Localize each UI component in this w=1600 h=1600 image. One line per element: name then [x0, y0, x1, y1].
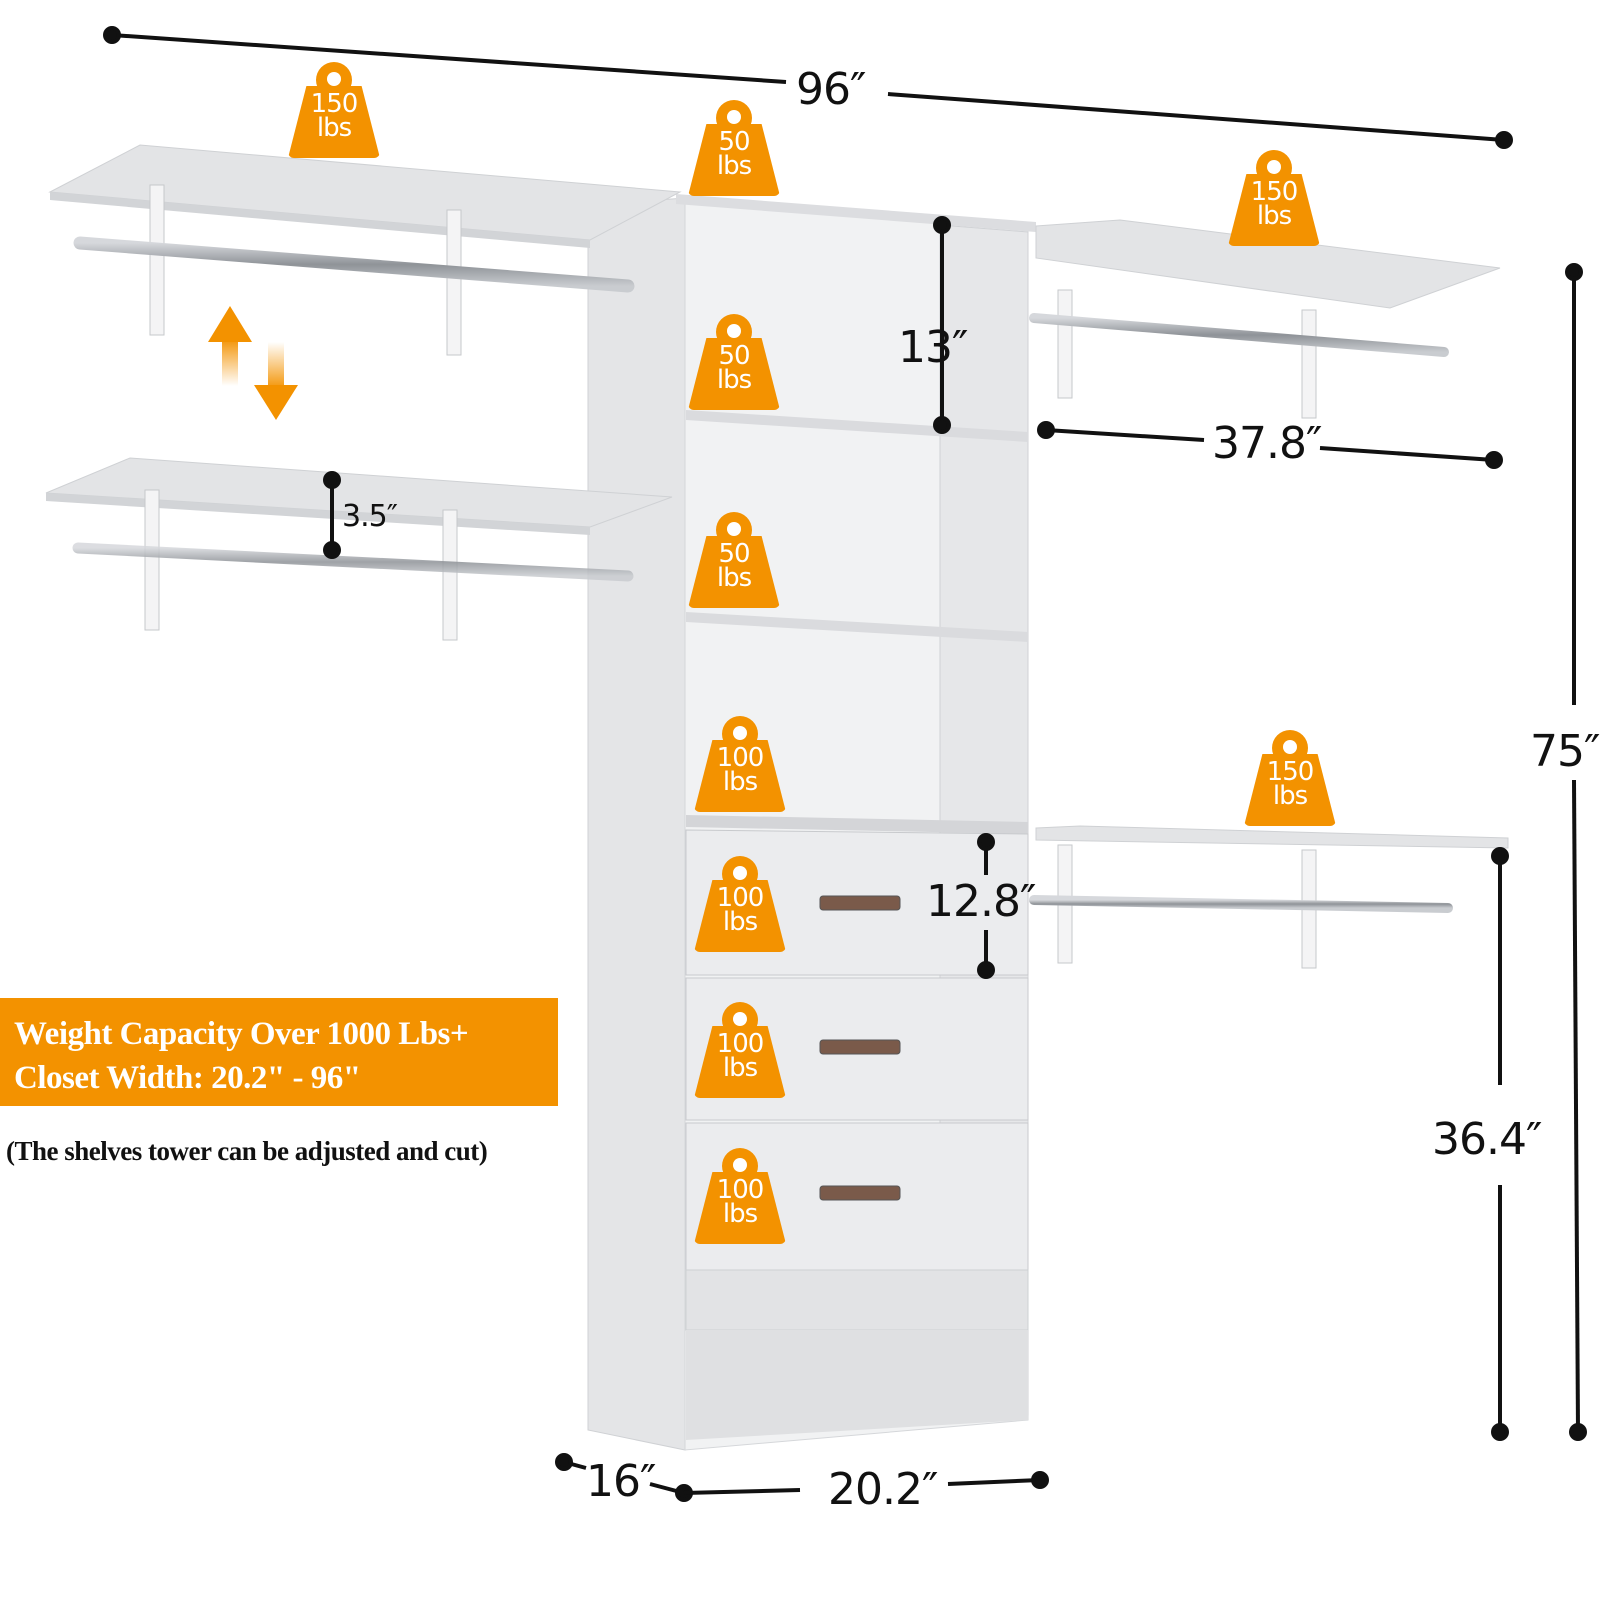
shelf-width-label: 37.8″ — [1212, 418, 1322, 469]
tower-width-label: 20.2″ — [828, 1464, 938, 1515]
dimension-lines — [103, 26, 1587, 1502]
left-lower-shelf — [45, 457, 673, 641]
drawer-handle-2 — [819, 1039, 901, 1055]
tower-base-opening — [686, 1330, 1028, 1440]
capacity-banner: Weight Capacity Over 1000 Lbs+ Closet Wi… — [0, 998, 558, 1106]
drawer-handle-3 — [819, 1185, 901, 1201]
left-lower-rod — [72, 542, 634, 582]
drawer-height-label: 12.8″ — [926, 876, 1036, 927]
right-lower-rod — [1029, 895, 1453, 913]
adjust-note: (The shelves tower can be adjusted and c… — [6, 1136, 488, 1166]
capacity-line: Weight Capacity Over 1000 Lbs+ — [14, 1016, 469, 1052]
tower-depth-label: 16″ — [586, 1456, 656, 1507]
drawer-handle-1 — [819, 895, 901, 911]
total-height-label: 75″ — [1530, 726, 1600, 777]
compartment-height-label: 13″ — [898, 322, 968, 373]
tower-shelf-1 — [686, 410, 1028, 442]
total-width-label: 96″ — [796, 64, 866, 115]
rod-gap-label: 3.5″ — [342, 499, 398, 534]
tower — [587, 194, 1036, 1451]
adjust-arrows — [208, 306, 298, 420]
tower-kick-plate — [685, 1269, 1029, 1331]
left-top-rod — [73, 236, 635, 293]
right-top-rod — [1029, 313, 1449, 357]
tower-left-side — [587, 197, 686, 1451]
tower-shelf-2 — [686, 612, 1028, 642]
left-top-shelf — [48, 144, 682, 356]
arrow-up-icon — [208, 306, 252, 342]
arrow-down-icon — [254, 385, 298, 420]
width-range-line: Closet Width: 20.2" - 96" — [14, 1060, 361, 1096]
rod-height-label: 36.4″ — [1432, 1114, 1542, 1165]
tower-shelf-3 — [686, 815, 1028, 834]
